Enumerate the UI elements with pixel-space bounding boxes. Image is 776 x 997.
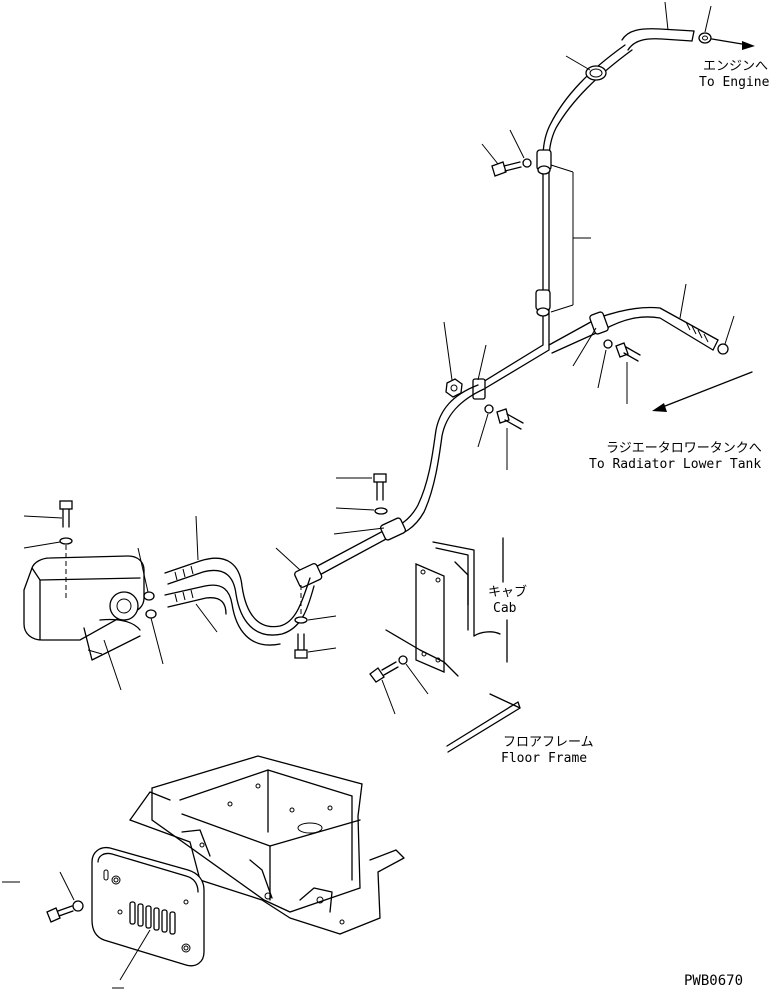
floor-frame-label-jp: フロアフレーム	[503, 735, 594, 750]
pipe-clamp-lower-middle	[379, 517, 407, 541]
engine-direction-arrow	[711, 38, 755, 50]
grille-bolt	[46, 900, 84, 923]
mount-bracket	[550, 164, 574, 313]
callout-leaders	[2, 1, 735, 989]
radiator-hose	[548, 306, 719, 354]
bolt-upper	[491, 158, 532, 177]
hose-end-nut-radiator	[717, 343, 729, 355]
radiator-label-en: To Radiator Lower Tank	[589, 457, 761, 472]
cab-label-jp: キャブ	[488, 584, 527, 600]
cab-wall	[432, 537, 508, 663]
drawing-code: PWB0670	[684, 973, 743, 989]
floor-frame-label-en: Floor Frame	[501, 751, 587, 766]
heater-hose-nuts	[143, 591, 157, 619]
floor-box	[151, 755, 363, 913]
grille-slots	[129, 901, 176, 935]
floor-frame-member	[446, 693, 521, 753]
pipe-clamp-left	[294, 563, 323, 588]
floor-box-frame	[129, 791, 405, 935]
bolt-left-vertical	[294, 585, 308, 659]
heater-pipe-pair	[309, 384, 485, 579]
pipe-clamp-right	[589, 311, 609, 335]
bolt-lower-middle	[373, 473, 388, 515]
bolt-right	[603, 339, 641, 362]
heater-hose-pair	[164, 557, 315, 646]
bolt-middle	[484, 404, 524, 430]
heater-bolt	[59, 500, 73, 600]
hose-clamp-top	[585, 65, 607, 81]
engine-label-en: To Engine	[699, 75, 770, 90]
radiator-label-jp: ラジエータロワータンクへ	[606, 441, 762, 456]
pipe-clamp-middle	[472, 378, 486, 400]
pipe-clamp-lower	[535, 289, 551, 317]
cab-bracket-plate	[385, 563, 459, 677]
hose-end-nut-engine	[698, 32, 712, 44]
engine-label-jp: エンジンへ	[703, 59, 768, 74]
pipe-clamp-upper	[536, 149, 552, 175]
radiator-direction-arrow	[652, 371, 753, 412]
grille-cover	[91, 846, 205, 967]
engine-hose	[542, 28, 695, 161]
cab-screw	[369, 655, 408, 683]
vertical-pipe	[477, 164, 550, 390]
cab-label-en: Cab	[493, 601, 517, 616]
heater-unit	[23, 555, 145, 661]
